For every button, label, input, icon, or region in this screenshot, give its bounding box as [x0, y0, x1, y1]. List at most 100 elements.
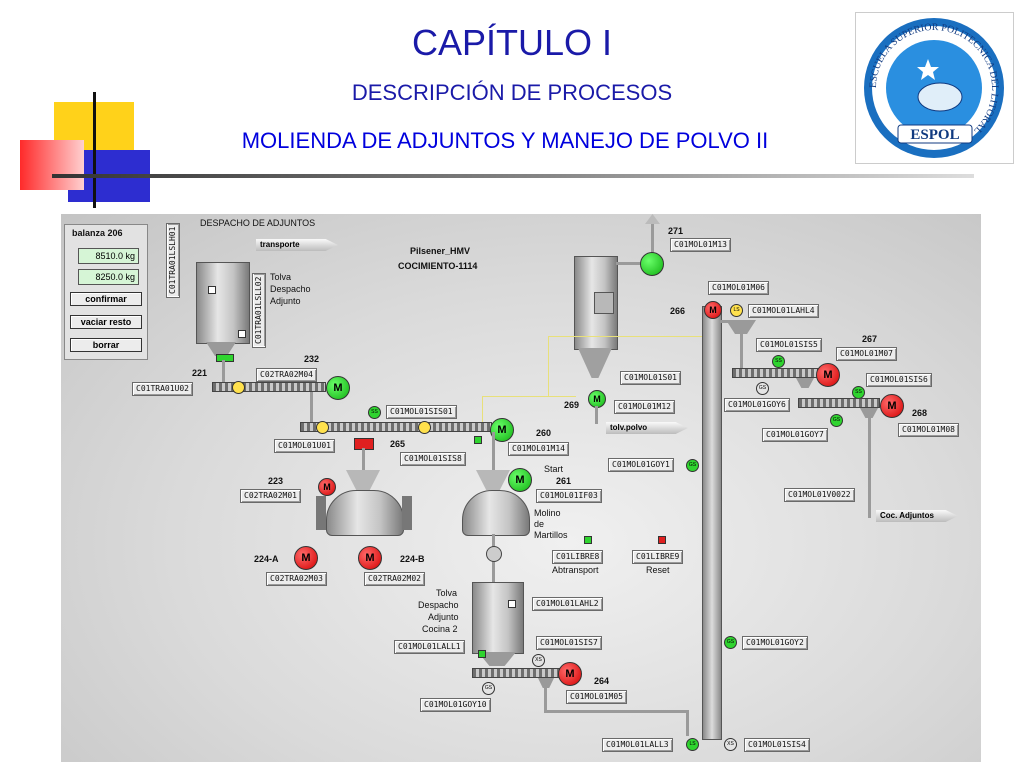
- num-261: 261: [556, 476, 572, 486]
- tag-c01mol01lall3[interactable]: C01MOL01LALL3: [602, 738, 673, 752]
- motor-266[interactable]: M: [704, 301, 722, 319]
- vaciar-resto-button[interactable]: vaciar resto: [70, 315, 142, 329]
- tag-c01mol01m05[interactable]: C01MOL01M05: [566, 690, 627, 704]
- tag-c01mol01lahl2[interactable]: C01MOL01LAHL2: [532, 597, 603, 611]
- bucket-elevator: [702, 306, 722, 740]
- tolv-polvo-arrow[interactable]: tolv.polvo: [606, 422, 688, 434]
- indicator-ls-lahl4: LS: [730, 304, 743, 317]
- pipe: [595, 406, 598, 424]
- tag-c02tra02m04[interactable]: C02TRA02M04: [256, 368, 317, 382]
- tag-c01mol01goy10[interactable]: C01MOL01GOY10: [420, 698, 491, 712]
- borrar-button[interactable]: borrar: [70, 338, 142, 352]
- balanza-value-1[interactable]: 8510.0 kg: [78, 248, 139, 264]
- molino-label-1: Molino: [534, 508, 561, 518]
- despacho-label: DESPACHO DE ADJUNTOS: [200, 218, 316, 228]
- num-224b: 224-B: [400, 554, 425, 564]
- pipe: [362, 448, 365, 472]
- tag-c01mol01sis01[interactable]: C01MOL01SIS01: [386, 405, 457, 419]
- cocimiento-label: COCIMIENTO-1114: [398, 261, 478, 271]
- tag-c01mol01goy2[interactable]: C01MOL01GOY2: [742, 636, 808, 650]
- tag-c02tra02m03[interactable]: C02TRA02M03: [266, 572, 327, 586]
- tolva-cocina2-cone: [478, 652, 516, 666]
- conveyor-221: [212, 382, 326, 392]
- pipe: [544, 710, 688, 713]
- tag-c01mol01m12[interactable]: C01MOL01M12: [614, 400, 675, 414]
- tag-c01mol01lahl4[interactable]: C01MOL01LAHL4: [748, 304, 819, 318]
- motor-224b[interactable]: M: [358, 546, 382, 570]
- tag-c01mol01sis7[interactable]: C01MOL01SIS7: [536, 636, 602, 650]
- tag-c01tra01u02[interactable]: C01TRA01U02: [132, 382, 193, 396]
- tag-c01mol01m06[interactable]: C01MOL01M06: [708, 281, 769, 295]
- num-232: 232: [304, 354, 320, 364]
- motor-224a[interactable]: M: [294, 546, 318, 570]
- tag-c01mol01s01[interactable]: C01MOL01S01: [620, 371, 681, 385]
- hopper-267: [726, 320, 756, 334]
- signal-line: [482, 396, 576, 397]
- pipe: [616, 262, 652, 265]
- tag-c01mol01goy1[interactable]: C01MOL01GOY1: [608, 458, 674, 472]
- tag-c01mol01sis4[interactable]: C01MOL01SIS4: [744, 738, 810, 752]
- tag-c01mol01sis8[interactable]: C01MOL01SIS8: [400, 452, 466, 466]
- indicator-ls-lall3: LS: [686, 738, 699, 751]
- conveyor-264: [472, 668, 560, 678]
- tag-c01tra01lsll02[interactable]: C01TRA01LSLL02: [252, 272, 266, 348]
- tag-c01libre8[interactable]: C01LIBRE8: [552, 550, 604, 564]
- tag-c01libre9[interactable]: C01LIBRE9: [632, 550, 684, 564]
- tag-c01tra01lslh01[interactable]: C01TRA01LSLH01: [166, 222, 180, 298]
- espol-seal-icon: ESCUELA SUPERIOR POLITECNICA DEL LITORAL…: [864, 18, 1004, 158]
- fan-271[interactable]: [640, 252, 664, 276]
- tag-c02tra02m01[interactable]: C02TRA02M01: [240, 489, 301, 503]
- abtransport-label[interactable]: Abtransport: [552, 565, 599, 575]
- transporte-arrow[interactable]: transporte: [256, 239, 338, 251]
- num-267: 267: [862, 334, 878, 344]
- num-266: 266: [670, 306, 686, 316]
- balanza-title: balanza 206: [72, 228, 123, 238]
- coc-adjuntos-arrow[interactable]: Coc. Adjuntos: [876, 510, 958, 522]
- num-260: 260: [536, 428, 552, 438]
- tag-c01mol01goy7[interactable]: C01MOL01GOY7: [762, 428, 828, 442]
- motor-232[interactable]: M: [326, 376, 350, 400]
- indicator-gs-goy6: GS: [756, 382, 769, 395]
- conveyor-268-outlet: [860, 408, 878, 418]
- confirmar-button[interactable]: confirmar: [70, 292, 142, 306]
- indicator-ss-2: SS: [772, 355, 785, 368]
- conveyor-268: [798, 398, 880, 408]
- espol-logo: ESCUELA SUPERIOR POLITECNICA DEL LITORAL…: [855, 12, 1014, 164]
- indicator-gs-1: GS: [482, 682, 495, 695]
- pipe: [310, 392, 313, 422]
- motor-261[interactable]: M: [508, 468, 532, 492]
- tolva2-label-2: Despacho: [418, 600, 459, 610]
- tag-c01mol01v0022[interactable]: C01MOL01V0022: [784, 488, 855, 502]
- motor-264[interactable]: M: [558, 662, 582, 686]
- molino-label-3: Martillos: [534, 530, 568, 540]
- reset-label[interactable]: Reset: [646, 565, 670, 575]
- motor-267[interactable]: M: [816, 363, 840, 387]
- indicator-ss-3: SS: [852, 386, 865, 399]
- tag-c01mol01m07[interactable]: C01MOL01M07: [836, 347, 897, 361]
- tag-c01mol01m13[interactable]: C01MOL01M13: [670, 238, 731, 252]
- mill-left-body: [326, 490, 404, 536]
- tolva2-label-4: Cocina 2: [422, 624, 458, 634]
- motor-223[interactable]: M: [318, 478, 336, 496]
- abtransport-indicator: [584, 536, 592, 544]
- tag-c01mol01lall1[interactable]: C01MOL01LALL1: [394, 640, 465, 654]
- indicator-conveyor-221: [232, 381, 245, 394]
- deco-vertical-line: [93, 92, 96, 208]
- tag-c01mol01u01[interactable]: C01MOL01U01: [274, 439, 335, 453]
- balanza-value-2[interactable]: 8250.0 kg: [78, 269, 139, 285]
- chapter-subtitle: DESCRIPCIÓN DE PROCESOS: [351, 80, 673, 105]
- tag-c01mol01m14[interactable]: C01MOL01M14: [508, 442, 569, 456]
- motor-268[interactable]: M: [880, 394, 904, 418]
- tag-c01mol01sis5[interactable]: C01MOL01SIS5: [756, 338, 822, 352]
- molino-label-2: de: [534, 519, 545, 529]
- tag-c01mol01if03[interactable]: C01MOL01IF03: [536, 489, 602, 503]
- tolva-label-1: Tolva: [270, 272, 292, 282]
- mill-left-hopper: [346, 470, 380, 490]
- tag-c01mol01goy6[interactable]: C01MOL01GOY6: [724, 398, 790, 412]
- mill-left-flange-l: [316, 496, 326, 530]
- tag-c01mol01m08[interactable]: C01MOL01M08: [898, 423, 959, 437]
- tag-c01mol01sis6[interactable]: C01MOL01SIS6: [866, 373, 932, 387]
- num-223: 223: [268, 476, 284, 486]
- tolva-label-2: Despacho: [270, 284, 311, 294]
- tag-c02tra02m02[interactable]: C02TRA02M02: [364, 572, 425, 586]
